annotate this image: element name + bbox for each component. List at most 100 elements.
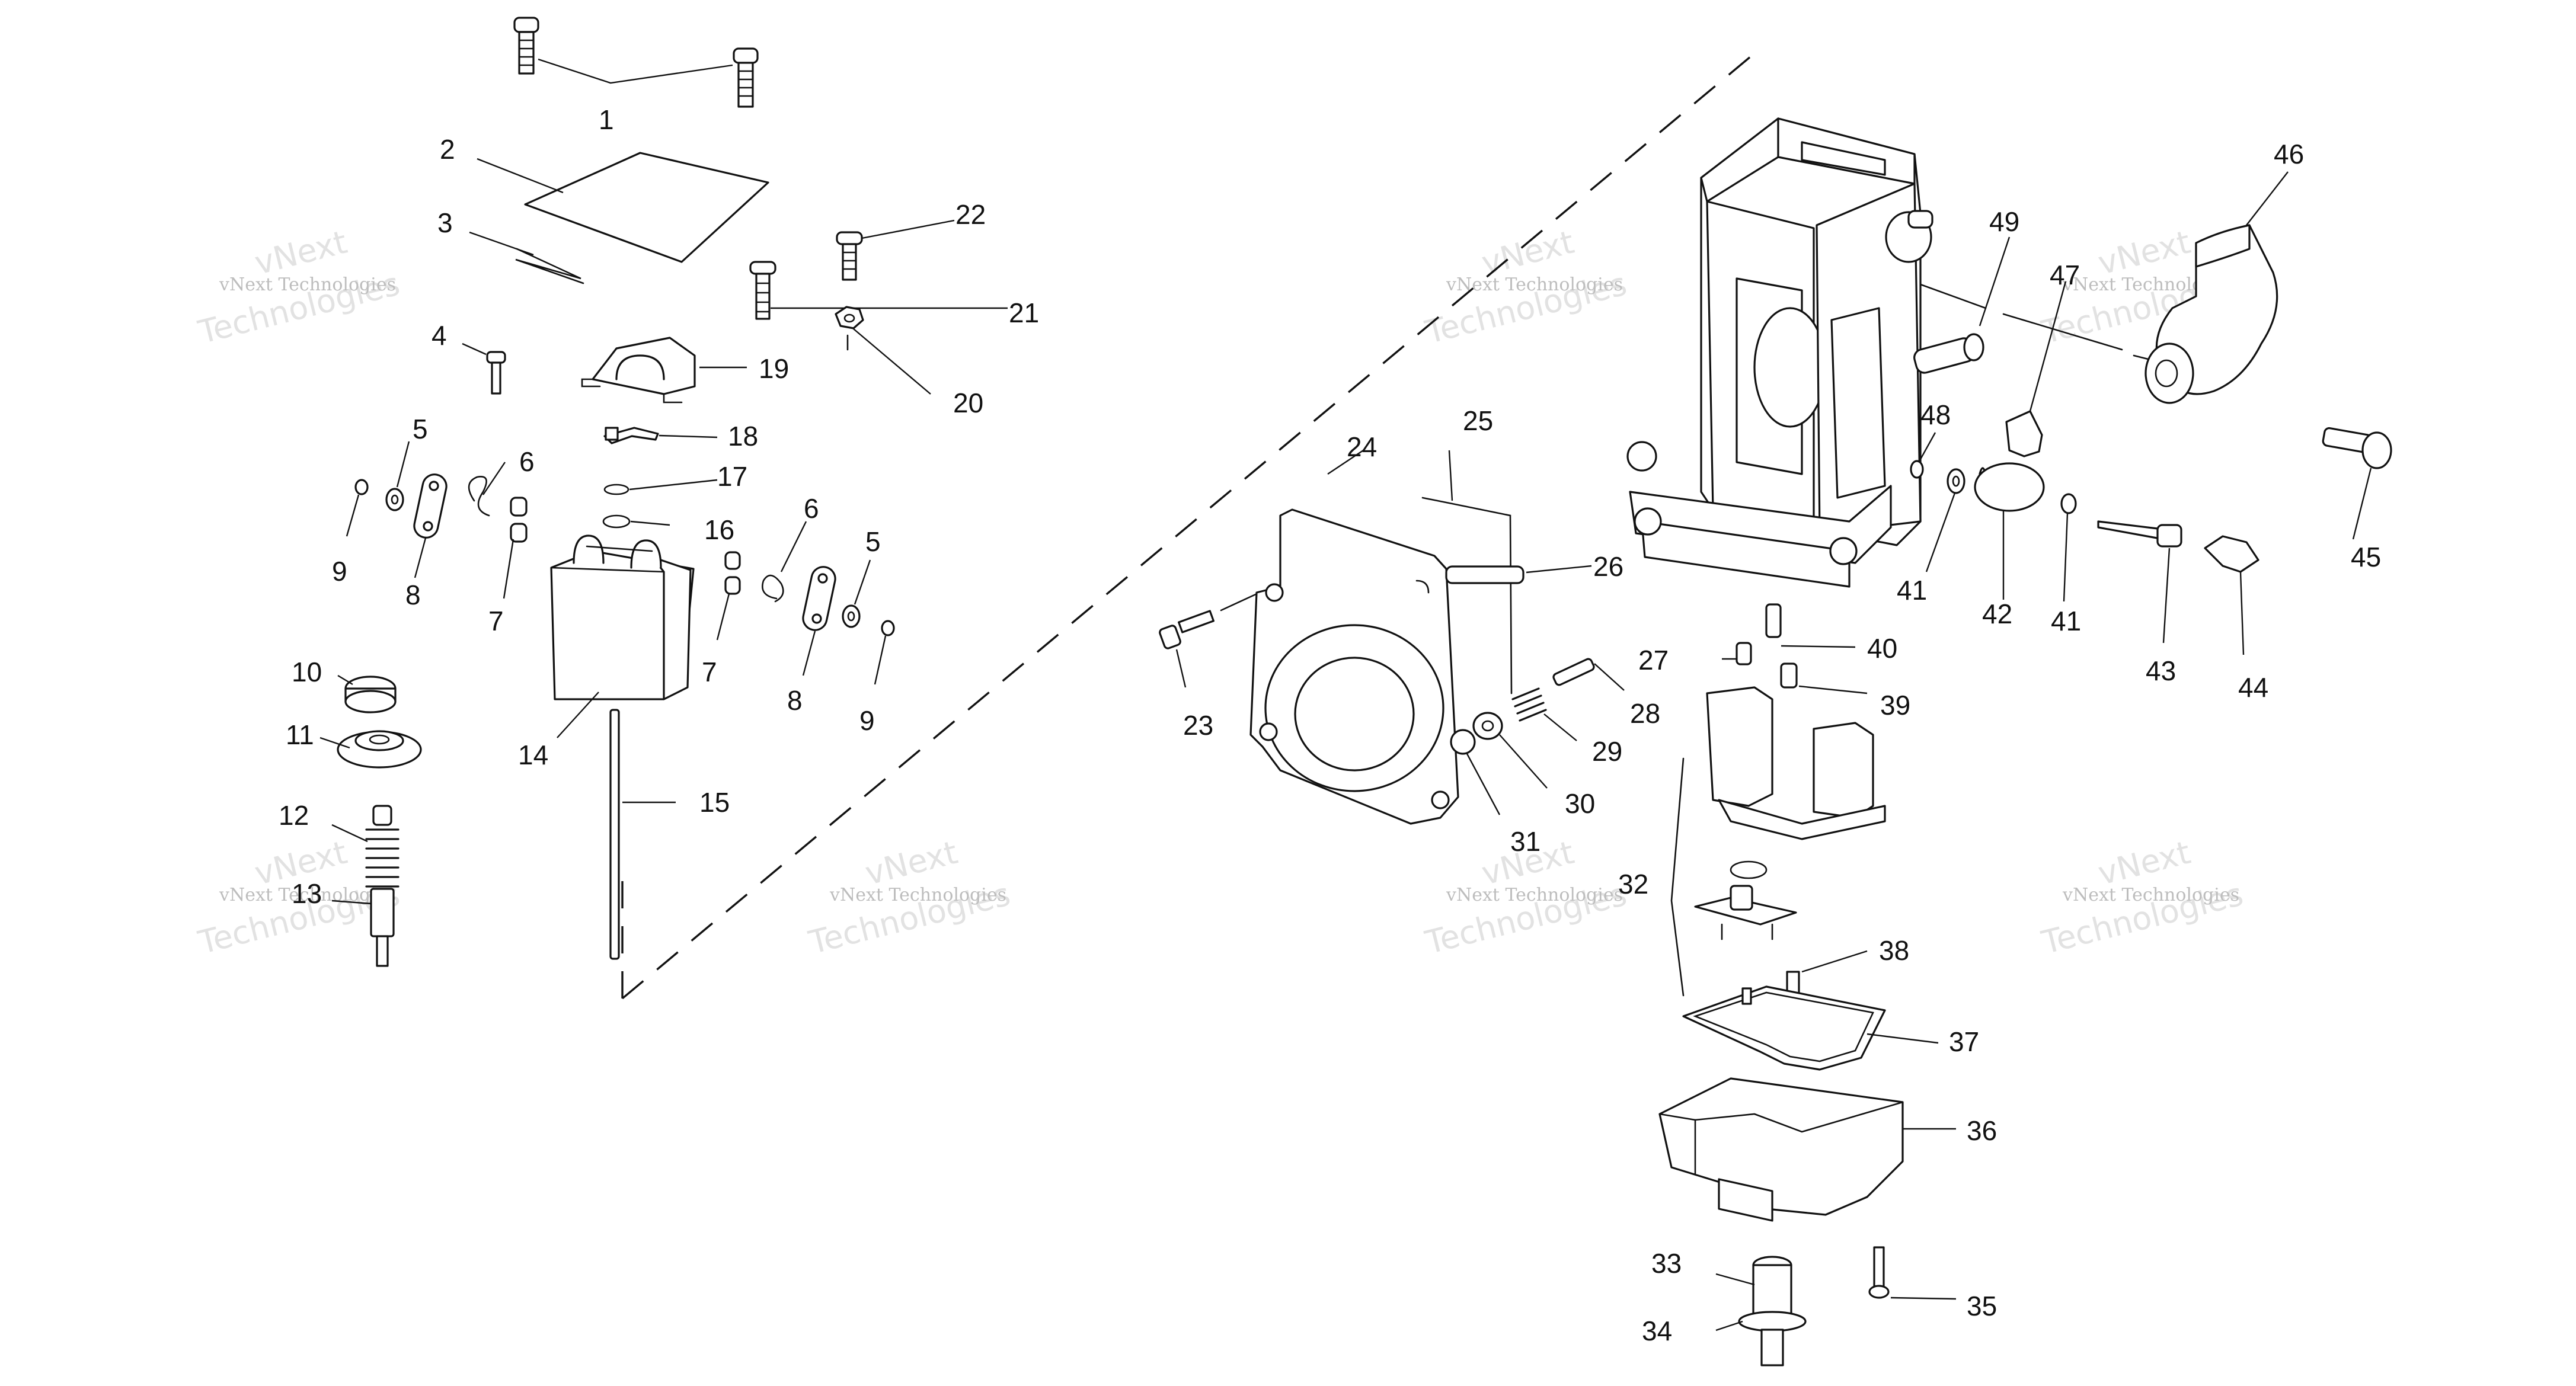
callout-13: 13 [292, 878, 322, 909]
part-29-spring [1511, 687, 1577, 741]
callout-27: 27 [1638, 645, 1669, 676]
callout-7b: 7 [702, 657, 717, 687]
callout-7: 7 [488, 606, 504, 636]
svg-text:vNext Technologies: vNext Technologies [829, 885, 1006, 905]
part-32-float-pin [1730, 860, 1768, 879]
part-9-clip-right [874, 620, 895, 685]
part-38-screw [1786, 950, 1868, 996]
callout-37: 37 [1949, 1026, 1979, 1057]
callout-5: 5 [413, 414, 428, 444]
part-32-float [1670, 686, 1886, 997]
callout-48: 48 [1920, 399, 1951, 430]
part-4-screw [462, 343, 506, 395]
callout-28: 28 [1630, 698, 1660, 729]
callout-41: 41 [1897, 575, 1927, 606]
callout-20: 20 [953, 388, 983, 418]
part-44-cap [2204, 535, 2259, 655]
callout-29: 29 [1592, 736, 1622, 767]
part-46-choke-housing [2144, 171, 2289, 404]
part-1-screws [513, 17, 759, 108]
part-20-nut [835, 306, 931, 395]
part-19-bracket [581, 337, 747, 404]
callout-24: 24 [1347, 431, 1377, 462]
part-8-link-left [413, 473, 448, 578]
part-18-lever [603, 427, 718, 444]
watermark: Technologies vNext vNext Technologies [1421, 223, 1631, 351]
callout-9b: 9 [859, 705, 875, 736]
part-7-bushing-left [503, 497, 528, 599]
callout-22: 22 [955, 199, 986, 230]
callout-44: 44 [2238, 672, 2268, 703]
part-39-jet [1780, 662, 1868, 694]
callout-11: 11 [286, 719, 314, 750]
callout-12: 12 [279, 800, 309, 831]
callout-18: 18 [728, 421, 758, 452]
callout-19: 19 [759, 353, 789, 384]
callout-39: 39 [1880, 690, 1910, 721]
part-11-nut [319, 730, 422, 769]
callout-34: 34 [1642, 1315, 1672, 1346]
part-41-washer-right [2060, 493, 2077, 602]
part-10-cap [337, 674, 397, 713]
part-5-washer-right [842, 559, 871, 628]
callout-36: 36 [1967, 1115, 1997, 1146]
part-45-adjust-screw [2322, 427, 2392, 540]
part-49-fitting [1913, 236, 2011, 374]
part-17-o-ring [603, 479, 718, 495]
part-40-jet [1765, 603, 1856, 648]
part-28-screw [1552, 658, 1625, 691]
svg-text:vNext: vNext [861, 834, 961, 892]
callout-5b: 5 [865, 526, 881, 557]
watermark: Technologies vNext vNext Technologies [2038, 834, 2247, 962]
part-32-float-arm [1694, 885, 1797, 940]
callout-10: 10 [292, 657, 322, 687]
part-47-cap [2005, 281, 2067, 457]
callout-16: 16 [704, 514, 734, 545]
svg-text:vNext: vNext [2094, 223, 2194, 282]
callout-14: 14 [518, 740, 548, 770]
part-41-washer-left [1925, 468, 1965, 572]
callout-6b: 6 [804, 493, 819, 524]
part-33-drain-fitting [1715, 1256, 1807, 1366]
svg-text:vNext Technologies: vNext Technologies [219, 885, 396, 905]
assembly-boundary-line [621, 51, 1756, 1000]
part-43-plunger [2097, 520, 2182, 644]
callout-labels: 1 2 3 4 5 6 9 8 7 10 11 12 13 14 15 16 1… [279, 104, 2381, 1346]
svg-text:vNext Technologies: vNext Technologies [2062, 885, 2239, 905]
callout-2: 2 [440, 134, 455, 165]
callout-32: 32 [1618, 869, 1648, 900]
carburetor-main-body [1626, 117, 2230, 588]
part-35-screw [1868, 1246, 1957, 1300]
callout-31: 31 [1510, 826, 1541, 857]
callout-38: 38 [1879, 935, 1909, 966]
svg-text:vNext Technologies: vNext Technologies [1446, 274, 1623, 295]
part-48-clip [1910, 432, 1936, 479]
callout-41b: 41 [2051, 606, 2081, 636]
svg-text:vNext: vNext [2094, 834, 2194, 892]
part-5-washer-left [385, 441, 410, 511]
callout-33: 33 [1651, 1248, 1682, 1279]
svg-text:vNext Technologies: vNext Technologies [1446, 885, 1623, 905]
callout-21: 21 [1009, 297, 1039, 328]
part-22-screw [836, 219, 955, 281]
part-15-jet-needle [609, 709, 676, 960]
watermarks: Technologies vNext vNext Technologies Te… [194, 223, 2247, 962]
part-24-carburetor-flange [1249, 450, 1459, 825]
callout-42: 42 [1982, 598, 2012, 629]
part-12-spring [331, 805, 399, 888]
part-7-bushing-right [716, 551, 741, 641]
svg-text:vNext: vNext [1478, 223, 1577, 282]
callout-23: 23 [1183, 710, 1213, 741]
callout-40: 40 [1867, 633, 1897, 664]
callout-25: 25 [1463, 405, 1493, 436]
part-3-gasket [469, 231, 584, 284]
part-42-spring [1974, 462, 2045, 600]
part-8-link-right [802, 566, 836, 676]
part-2-cover-plate [477, 152, 769, 263]
callout-8b: 8 [787, 685, 803, 716]
callout-46: 46 [2274, 139, 2304, 169]
callout-43: 43 [2146, 655, 2176, 686]
callout-30: 30 [1565, 788, 1595, 819]
part-9-clip-left [346, 479, 369, 537]
part-6-spring-clip-right [762, 521, 807, 603]
